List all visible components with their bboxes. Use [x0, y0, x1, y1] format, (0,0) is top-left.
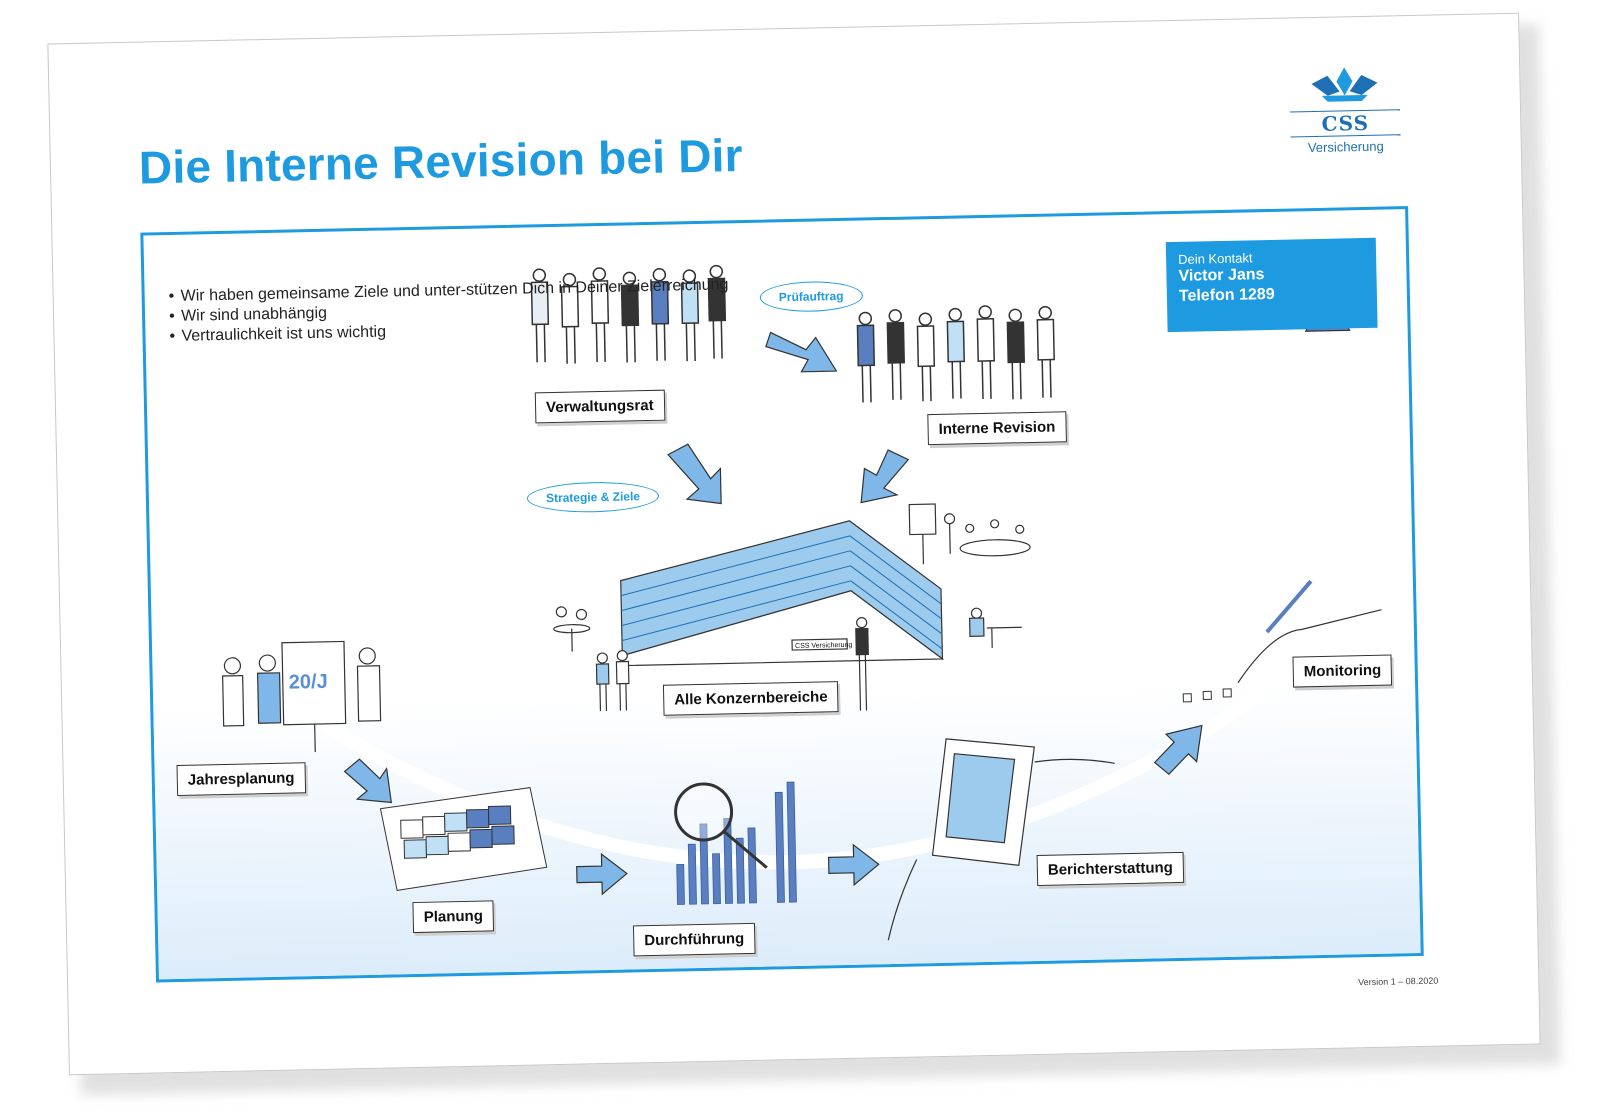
report-document-illustration: [887, 738, 1115, 941]
label-konzernbereiche: Alle Konzernbereiche: [662, 681, 839, 716]
page-title: Die Interne Revision bei Dir: [138, 128, 744, 194]
arrow-durchfuehrung-to-bericht: [827, 843, 880, 887]
poster-sheet: Die Interne Revision bei Dir CSS Versich…: [47, 12, 1541, 1076]
arrow-verwaltungsrat-down: [667, 443, 722, 505]
monitoring-hand-illustration: [1237, 579, 1382, 684]
label-berichterstattung: Berichterstattung: [1036, 851, 1185, 886]
arrow-revision-down: [860, 449, 910, 504]
analysis-bars-illustration: [676, 781, 797, 905]
cafe-scene-illustration: [553, 606, 591, 652]
contact-phone: Telefon 1289: [1178, 285, 1275, 305]
arrow-jahres-to-planung: [343, 758, 393, 804]
label-monitoring: Monitoring: [1292, 654, 1393, 688]
desk-worker-illustration: [968, 607, 1022, 648]
arrow-bericht-to-monitoring: [1153, 724, 1203, 776]
standing-people-illustration: [595, 617, 869, 712]
label-jahresplanung: Jahresplanung: [176, 762, 306, 796]
css-logo: CSS Versicherung: [1289, 64, 1401, 155]
label-interne-revision: Interne Revision: [927, 411, 1067, 446]
building-sign: CSS Versicherung: [795, 642, 852, 650]
label-durchfuehrung: Durchführung: [632, 922, 756, 957]
process-frame: CSS Versicherung: [140, 206, 1424, 983]
value-bullet-list: Wir haben gemeinsame Ziele und unter-stü…: [168, 275, 729, 347]
version-note: Version 1 – 08.2020: [1358, 975, 1439, 988]
flipchart-illustration: [222, 640, 382, 753]
checkbox-icons: [1182, 688, 1232, 703]
headquarters-building-illustration: [620, 520, 945, 667]
flow-curve: [299, 686, 1268, 870]
planning-calendar-illustration: [379, 787, 548, 891]
logo-subtitle: Versicherung: [1307, 138, 1384, 156]
label-verwaltungsrat: Verwaltungsrat: [534, 389, 665, 424]
arrow-planung-to-durchfuehrung: [576, 852, 628, 896]
label-planung: Planung: [412, 900, 495, 934]
contact-card: Dein Kontakt Victor Jans Telefon 1289: [1165, 237, 1378, 333]
illustration-layer: CSS Versicherung: [222, 258, 1382, 941]
css-logo-icon: [1311, 67, 1378, 102]
logo-brand: CSS: [1290, 109, 1401, 138]
magnifier-icon: [674, 782, 768, 869]
flipchart-text: 20/J: [289, 671, 328, 694]
arrow-pruefauftrag: [765, 331, 838, 373]
meeting-scene-illustration: [908, 503, 1031, 565]
interne-revision-people-illustration: [856, 305, 1055, 403]
